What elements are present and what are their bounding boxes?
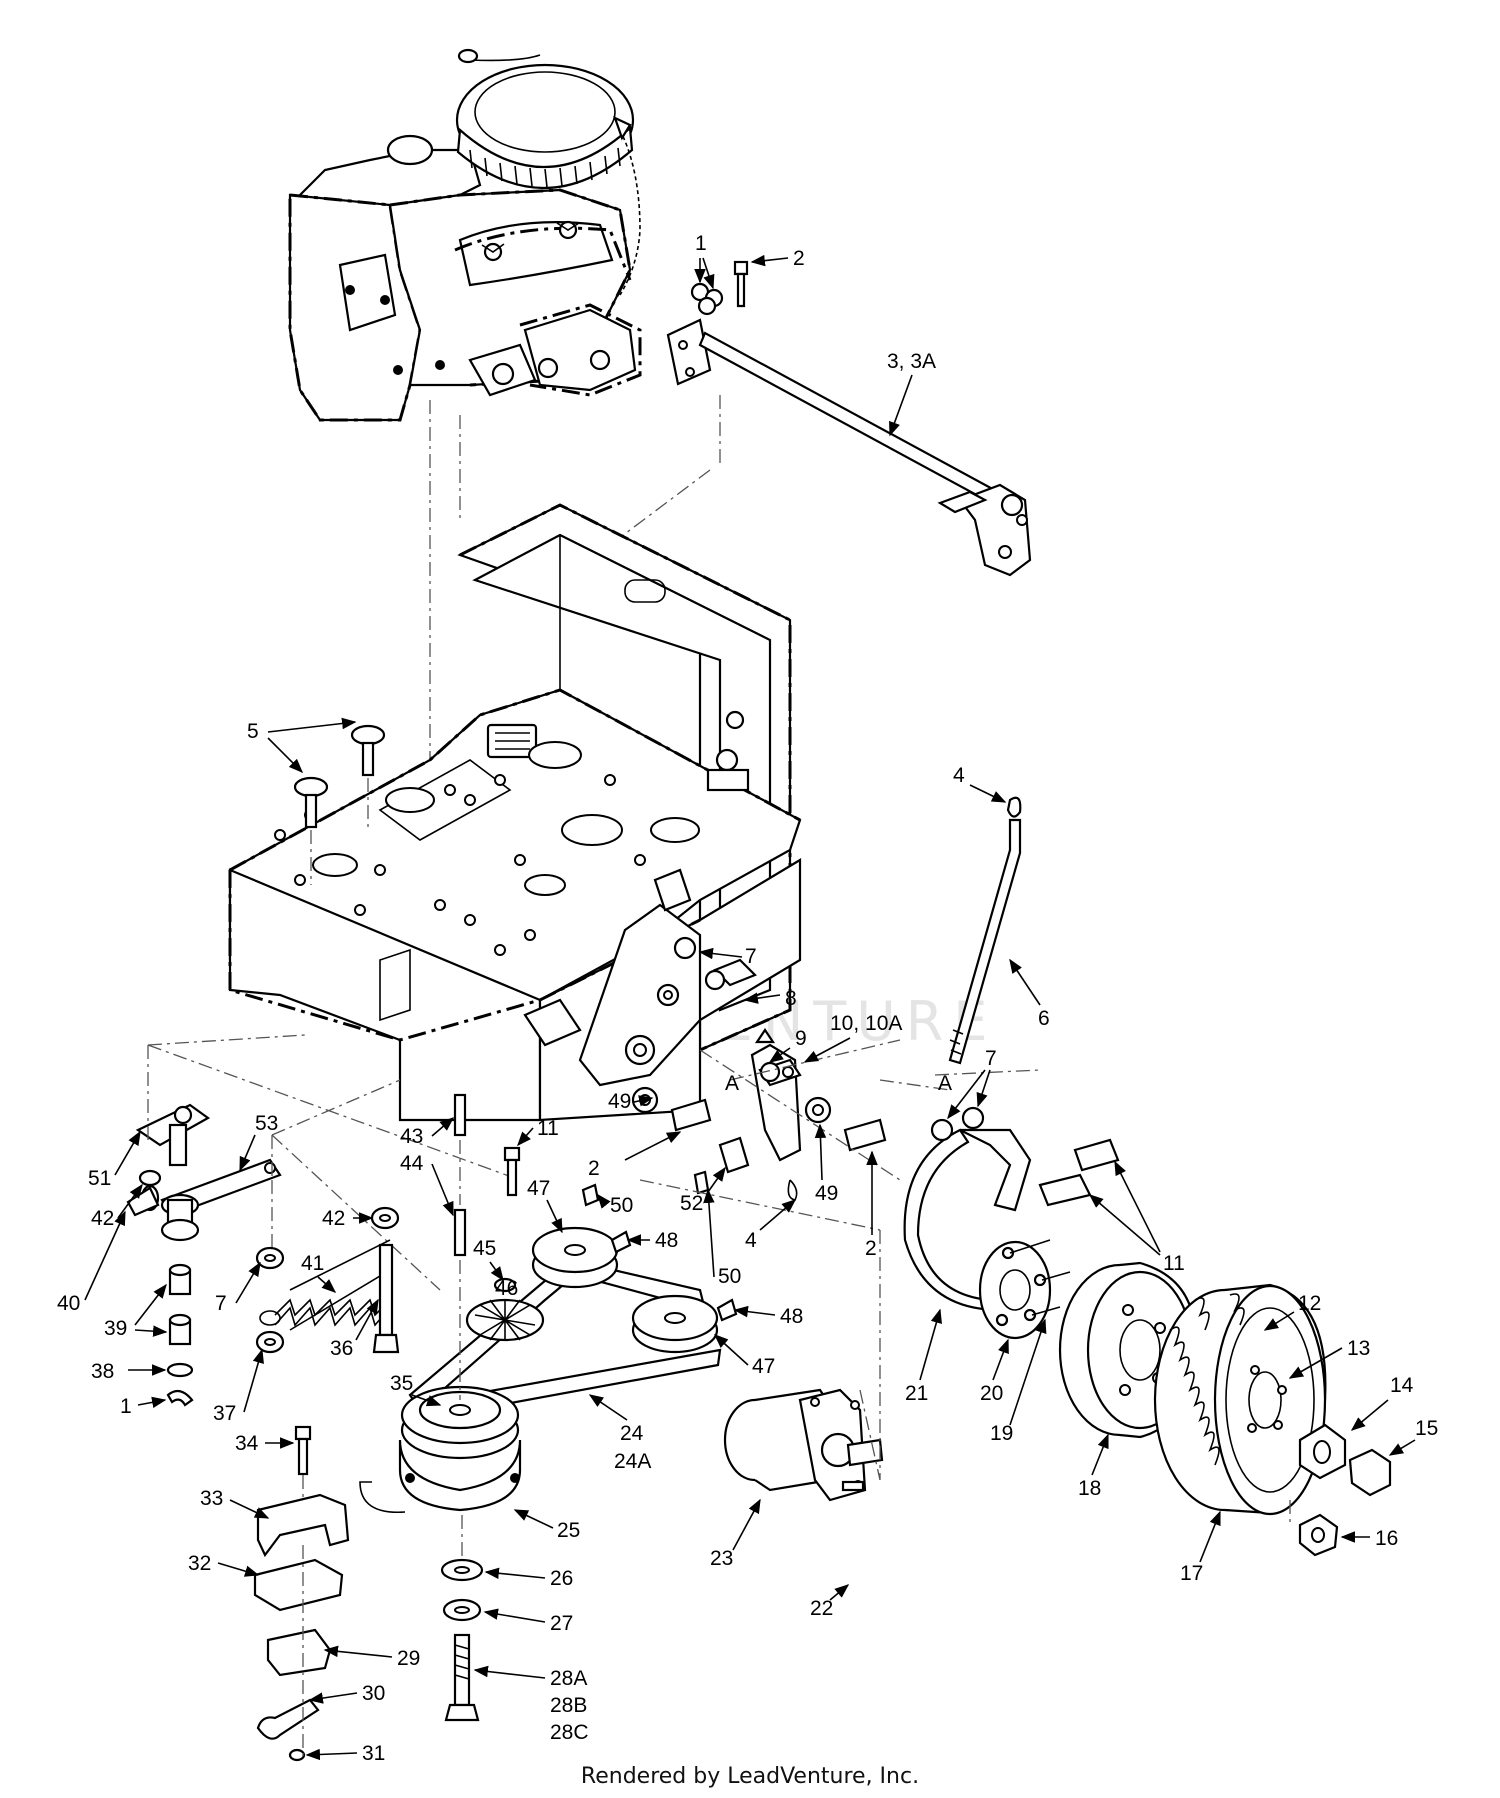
callout-47-bottom: 47	[752, 1355, 775, 1378]
callout-42-left: 42	[91, 1207, 114, 1230]
callout-49-right: 49	[815, 1182, 838, 1205]
callout-15: 15	[1415, 1417, 1438, 1440]
callout-27: 27	[550, 1612, 573, 1635]
callout-19: 19	[990, 1422, 1013, 1445]
callout-36: 36	[330, 1337, 353, 1360]
carriage-bolts	[293, 724, 386, 885]
callout-22: 22	[810, 1597, 833, 1620]
callout-28a: 28A	[550, 1667, 587, 1690]
callout-6: 6	[1038, 1007, 1050, 1030]
callout-48-bottom: 48	[780, 1305, 803, 1328]
callout-44: 44	[400, 1152, 424, 1175]
callout-2-right: 2	[865, 1237, 877, 1260]
callout-1-bottom: 1	[120, 1395, 132, 1418]
callout-7-frame: 7	[745, 945, 757, 968]
callout-47-top: 47	[527, 1177, 550, 1200]
callout-41: 41	[301, 1252, 324, 1275]
callout-1: 1	[695, 232, 707, 255]
left-nuts	[138, 1169, 400, 1354]
callout-46: 46	[495, 1277, 518, 1300]
callout-32: 32	[188, 1552, 211, 1575]
callout-31: 31	[362, 1742, 385, 1765]
callout-4-top: 4	[953, 764, 965, 787]
callout-9: 9	[795, 1027, 807, 1050]
callout-20: 20	[980, 1382, 1003, 1405]
callout-28b: 28B	[550, 1694, 587, 1717]
callout-18: 18	[1078, 1477, 1101, 1500]
callout-45: 45	[473, 1237, 496, 1260]
callout-14: 14	[1390, 1374, 1414, 1397]
callout-24a: 24A	[614, 1450, 651, 1473]
callout-2-mid: 2	[588, 1157, 600, 1180]
linkage-parts	[631, 936, 887, 1201]
clutch-bracket	[253, 1493, 350, 1762]
callout-34: 34	[235, 1432, 259, 1455]
tire-wheel	[1153, 1283, 1327, 1516]
callout-8: 8	[785, 987, 797, 1010]
callout-4-bottom: 4	[745, 1229, 757, 1252]
callout-13: 13	[1347, 1337, 1370, 1360]
callout-16: 16	[1375, 1527, 1398, 1550]
callout-17: 17	[1180, 1562, 1203, 1585]
callout-labels: 1 2 3, 3A 5 4 6 7 8 9 10, 10A A A 7 49 2…	[57, 232, 1438, 1765]
callout-5: 5	[247, 720, 259, 743]
side-plate	[578, 868, 702, 1087]
callout-12: 12	[1298, 1292, 1321, 1315]
hydraulic-motor	[723, 1388, 884, 1502]
callout-50-bottom: 50	[718, 1265, 741, 1288]
footer-credit: Rendered by LeadVenture, Inc.	[581, 1764, 919, 1789]
callout-23: 23	[710, 1547, 733, 1570]
engine	[288, 48, 642, 422]
callout-35: 35	[390, 1372, 413, 1395]
callout-7-right: 7	[985, 1047, 997, 1070]
callout-21: 21	[905, 1382, 928, 1405]
callout-26: 26	[550, 1567, 573, 1590]
clutch-hardware	[440, 1515, 484, 1722]
callout-A-left: A	[725, 1072, 739, 1095]
handle-rod	[666, 318, 1032, 577]
callout-43: 43	[400, 1125, 423, 1148]
callout-53: 53	[255, 1112, 278, 1135]
callout-52: 52	[680, 1192, 703, 1215]
callout-48-top: 48	[655, 1229, 678, 1252]
axle-nuts	[1298, 1423, 1392, 1557]
idler-arm	[126, 1034, 521, 1407]
callout-A-right: A	[938, 1072, 952, 1095]
control-rod	[948, 796, 1022, 1065]
callout-49-left: 49	[608, 1090, 631, 1113]
callout-42-right: 42	[322, 1207, 345, 1230]
callout-39: 39	[104, 1317, 127, 1340]
callout-11-right: 11	[1163, 1252, 1185, 1275]
callout-2: 2	[793, 247, 805, 270]
callout-11-mid: 11	[537, 1117, 559, 1140]
callout-25: 25	[557, 1519, 580, 1542]
callout-7-left: 7	[215, 1292, 227, 1315]
callout-51: 51	[88, 1167, 111, 1190]
callout-40: 40	[57, 1292, 80, 1315]
callout-29: 29	[397, 1647, 420, 1670]
callout-24: 24	[620, 1422, 644, 1445]
callout-10-10a: 10, 10A	[830, 1012, 902, 1035]
wheel-hub	[978, 1239, 1071, 1340]
callout-30: 30	[362, 1682, 385, 1705]
callout-38: 38	[91, 1360, 114, 1383]
callout-33: 33	[200, 1487, 223, 1510]
bolt-1-2-group	[690, 260, 749, 316]
callout-28c: 28C	[550, 1721, 589, 1744]
callout-50-top: 50	[610, 1194, 633, 1217]
callout-37: 37	[213, 1402, 236, 1425]
callout-3-3a: 3, 3A	[887, 350, 936, 373]
